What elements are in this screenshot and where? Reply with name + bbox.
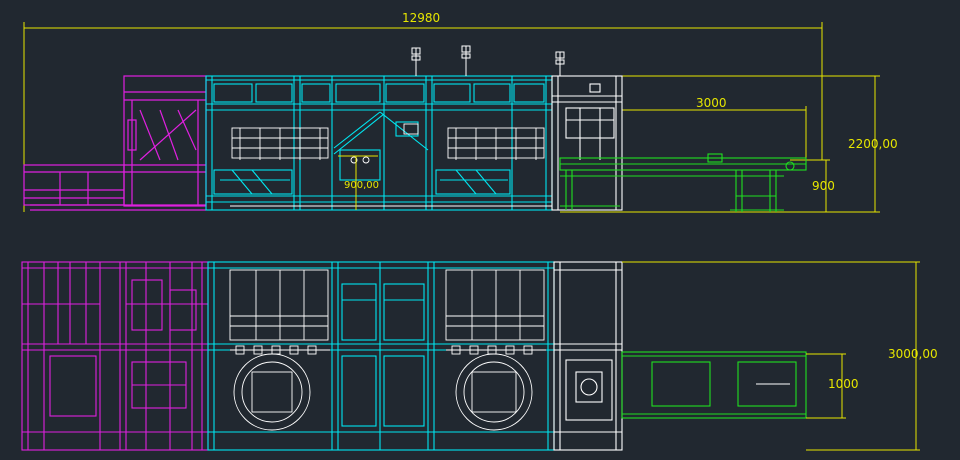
conveyor-elevation (559, 153, 807, 212)
dimension-module-height (338, 155, 378, 210)
dim-conveyor-width-label: 1000 (828, 377, 859, 391)
dimension-overall-depth (622, 261, 920, 451)
dimension-conveyor-width (806, 353, 846, 419)
dim-module-height-label: 900,00 (344, 180, 379, 191)
dimension-conveyor-height (790, 159, 830, 212)
plan-view: 3000,00 1000 (21, 261, 938, 451)
main-modules-elevation (205, 75, 553, 211)
dimension-overall-length (23, 22, 823, 212)
dimension-conveyor-length (621, 106, 807, 160)
conveyor-plan (621, 351, 807, 419)
modules-detail-plan (229, 269, 546, 431)
dim-overall-height-label: 2200,00 (848, 137, 898, 151)
dim-overall-length-label: 12980 (402, 11, 440, 25)
loader-module-plan (21, 261, 209, 451)
main-modules-plan (207, 261, 555, 451)
modules-detail-elevation (230, 123, 552, 207)
unloader-frame-elevation (551, 75, 623, 211)
elevation-view: 12980 2200,00 900 3000 (23, 11, 898, 213)
signal-towers (411, 45, 565, 76)
loader-module-elevation (23, 75, 207, 211)
dim-conveyor-height-label: 900 (812, 179, 835, 193)
dimension-overall-height (560, 75, 880, 213)
dim-overall-depth-label: 3000,00 (888, 347, 938, 361)
unloader-frame-plan (553, 261, 623, 451)
dim-conveyor-length-label: 3000 (696, 96, 727, 110)
